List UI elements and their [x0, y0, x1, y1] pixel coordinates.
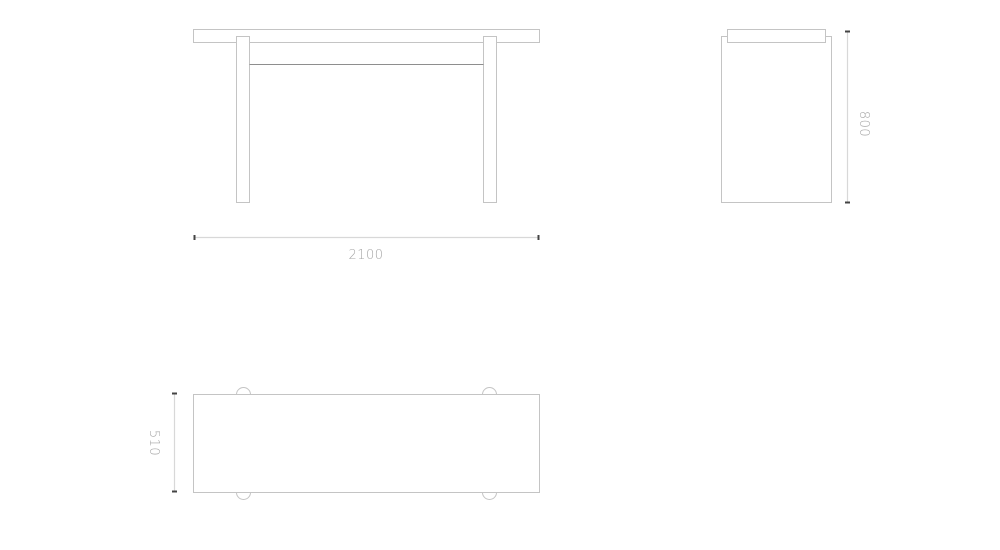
depth-dimension: 510: [146, 392, 177, 493]
plan-view: 510: [146, 387, 540, 500]
depth-dimension-label: 510: [146, 430, 161, 456]
width-dimension-label: 2100: [348, 248, 383, 263]
front-right-leg-overlay: [483, 36, 497, 203]
side-view: 800: [721, 29, 871, 204]
height-dimension: 800: [845, 30, 871, 204]
plan-leg-top-right: [482, 387, 497, 395]
front-view: 2100: [193, 29, 540, 263]
width-dimension: 2100: [193, 235, 540, 263]
plan-leg-bottom-right: [482, 492, 497, 500]
side-tabletop: [727, 29, 826, 43]
plan-tabletop: [193, 394, 540, 493]
plan-leg-bottom-left: [236, 492, 251, 500]
height-dimension-label: 800: [856, 111, 871, 137]
plan-leg-top-left: [236, 387, 251, 395]
side-body: [721, 36, 832, 203]
front-left-leg-overlay: [236, 36, 250, 203]
